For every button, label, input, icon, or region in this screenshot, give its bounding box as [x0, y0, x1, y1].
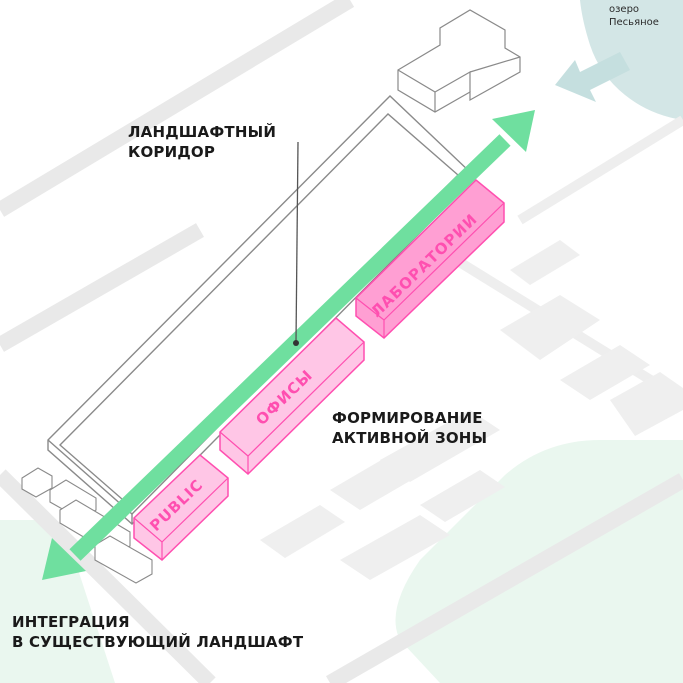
- corridor-label-line1: ЛАНДШАФТНЫЙ: [128, 123, 277, 141]
- lake: [580, 0, 683, 120]
- lake-arrow: [555, 52, 630, 102]
- corridor-label-line2: КОРИДОР: [128, 143, 216, 161]
- integration-label: ИНТЕГРАЦИЯ В СУЩЕСТВУЮЩИЙ ЛАНДШАФТ: [12, 612, 303, 652]
- corridor-label: ЛАНДШАФТНЫЙ КОРИДОР: [128, 122, 276, 162]
- active-zone-label-line1: ФОРМИРОВАНИЕ: [332, 409, 483, 427]
- active-zone-label: ФОРМИРОВАНИЕ АКТИВНОЙ ЗОНЫ: [332, 408, 487, 448]
- active-zone-label-line2: АКТИВНОЙ ЗОНЫ: [332, 429, 488, 447]
- zone-offices: ОФИСЫ: [219, 316, 365, 476]
- existing-building-top: [397, 9, 521, 113]
- background-blocks: [260, 240, 683, 580]
- corridor-leader: [293, 141, 299, 346]
- corridor-arrow: [42, 110, 535, 580]
- zone-public: PUBLIC: [133, 453, 229, 561]
- lake-label-line2: Песьяное: [609, 17, 659, 28]
- integration-label-line2: В СУЩЕСТВУЮЩИЙ ЛАНДШАФТ: [12, 633, 304, 651]
- integration-label-line1: ИНТЕГРАЦИЯ: [12, 613, 130, 631]
- lake-label-line1: озеро: [609, 4, 640, 15]
- lake-label: озеро Песьяное: [609, 3, 659, 29]
- green-area-left: [0, 520, 115, 683]
